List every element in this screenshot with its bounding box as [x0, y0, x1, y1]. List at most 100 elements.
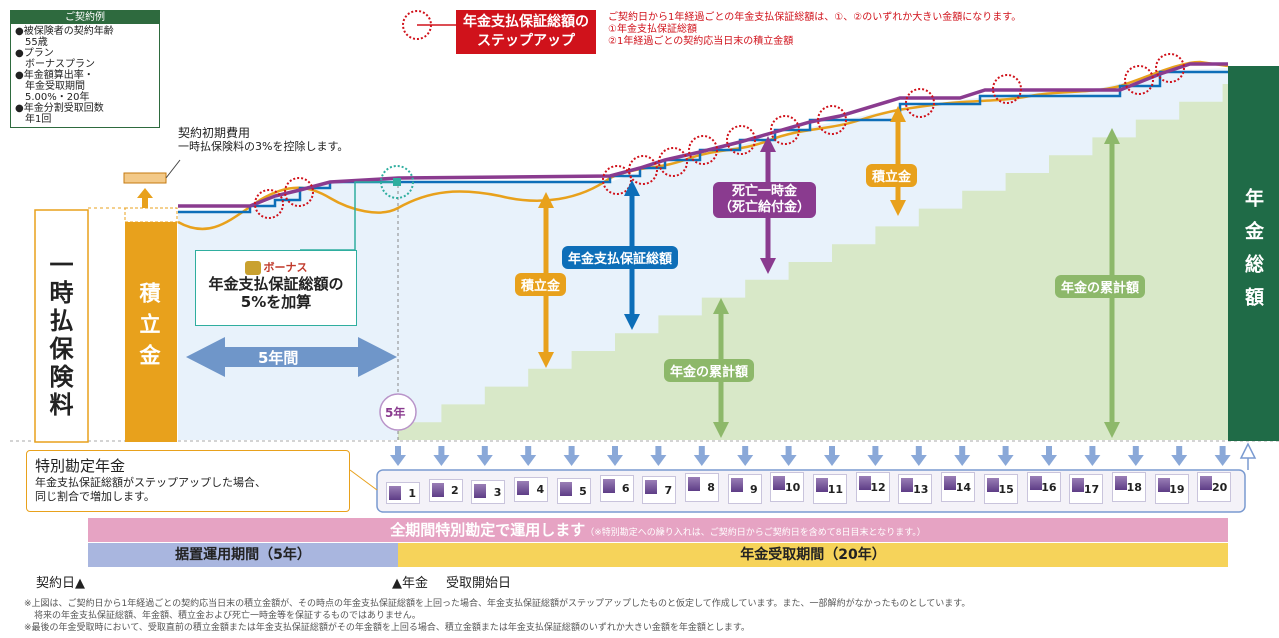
- year-number: 15: [998, 482, 1014, 496]
- payment-arrow: [737, 446, 754, 466]
- payment-arrow: [954, 446, 971, 466]
- year-number: 1: [408, 486, 416, 500]
- payment-block-icon: [602, 479, 615, 493]
- year-number: 14: [955, 480, 972, 494]
- payment-arrow: [520, 446, 537, 466]
- premium-label: 一時払保険料: [45, 252, 73, 420]
- footnotes: ※上図は、ご契約日から1年経過ごとの契約応当日末の積立金額が、その時点の年金支払…: [24, 598, 1274, 634]
- period-arrow-label: 5年間: [258, 349, 299, 367]
- payment-block-icon: [389, 486, 401, 500]
- reserve-bar: [125, 222, 177, 442]
- year-number: 6: [621, 482, 630, 495]
- year-box: 2: [428, 479, 463, 502]
- death-benefit-line: [178, 62, 1228, 208]
- year-number: 12: [870, 480, 886, 494]
- step-up-note: ご契約日から1年経過ごとの年金支払保証総額は、①、②のいずれか大きい金額になりま…: [608, 12, 1021, 48]
- year-box: 8: [684, 473, 719, 502]
- cumulative-tag: 年金の累計額: [664, 359, 755, 382]
- year-number: 11: [827, 482, 843, 496]
- year-box: 18: [1111, 472, 1146, 502]
- year-box: 7: [642, 476, 677, 504]
- death-benefit-tag: 死亡一時金（死亡給付金）: [713, 182, 817, 218]
- total-label: 年金総額: [1242, 188, 1264, 320]
- year-box: 11: [813, 474, 847, 504]
- payment-arrow: [1171, 446, 1188, 466]
- bonus-box: ボーナス 年金支払保証総額の 5%を加算: [195, 250, 357, 326]
- contract-example-item: ●プラン: [15, 48, 54, 59]
- premium-box: [34, 209, 89, 443]
- step-up-title-line2: ステップアップ: [477, 33, 575, 49]
- payment-block-icon: [1114, 476, 1127, 490]
- payment-arrow: [1041, 446, 1057, 466]
- payment-block-icon: [858, 476, 871, 490]
- guarantee-tag: 年金支払保証総額: [562, 246, 679, 269]
- cumulative-tag-2: 年金の累計額: [1055, 275, 1146, 298]
- payment-arrow: [693, 446, 710, 466]
- full-period-bar: 全期間特別勘定で運用します（※特別勘定への繰り入れは、ご契約日からご契約日を含め…: [88, 518, 1228, 542]
- step-up-note-2: ①年金支払保証総額: [608, 24, 697, 35]
- annuity-payment-arrows: [390, 446, 1231, 466]
- payment-block-icon: [645, 480, 658, 494]
- contract-example-item: ●年金分割受取回数: [15, 103, 104, 114]
- contract-example-item: 年1回: [25, 114, 52, 125]
- annuity-period-bar: 年金受取期間（20年）: [398, 543, 1228, 567]
- reserve-label: 積立金: [137, 282, 161, 375]
- year-number: 16: [1041, 480, 1057, 494]
- payment-block-icon: [517, 481, 530, 495]
- payment-arrow: [780, 446, 797, 466]
- step-up-note-3: ②1年経過ごとの契約応当日末の積立金額: [608, 36, 794, 47]
- contract-example-item: 55歳: [25, 37, 48, 48]
- payment-block-icon: [944, 476, 957, 490]
- year-box: 4: [514, 477, 549, 502]
- deferral-period-bar: 据置運用期間（5年）: [88, 543, 398, 567]
- year-box: 20: [1197, 472, 1232, 502]
- year-box: 15: [983, 474, 1018, 504]
- year-box: 13: [898, 474, 933, 504]
- total-bar: [1228, 66, 1279, 441]
- year-number: 3: [493, 485, 502, 499]
- year-number: 13: [913, 482, 929, 496]
- year-box: 14: [941, 472, 976, 502]
- year-number: 17: [1083, 482, 1100, 496]
- initial-cost-title: 契約初期費用: [178, 126, 251, 140]
- year-box: 1: [386, 482, 420, 504]
- payment-block-icon: [901, 478, 914, 492]
- bonus-badge: ボーナス: [196, 259, 356, 275]
- year-number: 7: [664, 483, 673, 497]
- year-box: 3: [471, 480, 506, 504]
- five-year-label: 5年: [385, 406, 406, 420]
- year-number: 8: [707, 481, 715, 494]
- step-up-note-1: ご契約日から1年経過ごとの年金支払保証総額は、①、②のいずれか大きい金額になりま…: [608, 12, 1022, 23]
- five-year-circle: [379, 393, 417, 431]
- bonus-line1: 年金支払保証総額の: [208, 275, 344, 293]
- initial-cost-desc: 一時払保険料の3%を控除します。: [178, 140, 349, 153]
- year-number: 2: [451, 484, 459, 497]
- footnote-3: ※最後の年金受取時において、受取直前の積立金額または年金支払保証総額がその年金額…: [24, 623, 750, 633]
- step-up-title: 年金支払保証総額の ステップアップ: [456, 10, 596, 54]
- year-box: 19: [1154, 474, 1189, 504]
- contract-date-marker: 契約日▲: [36, 576, 85, 591]
- payment-arrow: [997, 446, 1014, 466]
- payment-block-icon: [1029, 476, 1042, 490]
- year-box: 9: [727, 474, 762, 504]
- year-box: 10: [770, 472, 805, 502]
- contract-example-item: 5.00%・20年: [25, 92, 90, 103]
- year-number: 10: [784, 480, 801, 494]
- year-box: 17: [1069, 474, 1104, 504]
- payment-arrow: [824, 446, 840, 466]
- payment-block-icon: [687, 477, 700, 491]
- contract-example-item: ボーナスプラン: [25, 59, 95, 70]
- payment-block-icon: [474, 484, 487, 498]
- payment-block-icon: [559, 482, 572, 496]
- initial-cost-note: 契約初期費用 一時払保険料の3%を控除します。: [178, 126, 348, 154]
- special-account-title: 特別勘定年金: [35, 457, 126, 475]
- special-account-desc1: 年金支払保証総額がステップアップした場合、: [35, 476, 266, 489]
- payment-block-icon: [1072, 478, 1085, 492]
- year-box: 6: [599, 475, 634, 502]
- contract-example-title: ご契約例: [11, 11, 159, 24]
- payment-arrow: [607, 446, 623, 466]
- payment-block-icon: [431, 483, 444, 497]
